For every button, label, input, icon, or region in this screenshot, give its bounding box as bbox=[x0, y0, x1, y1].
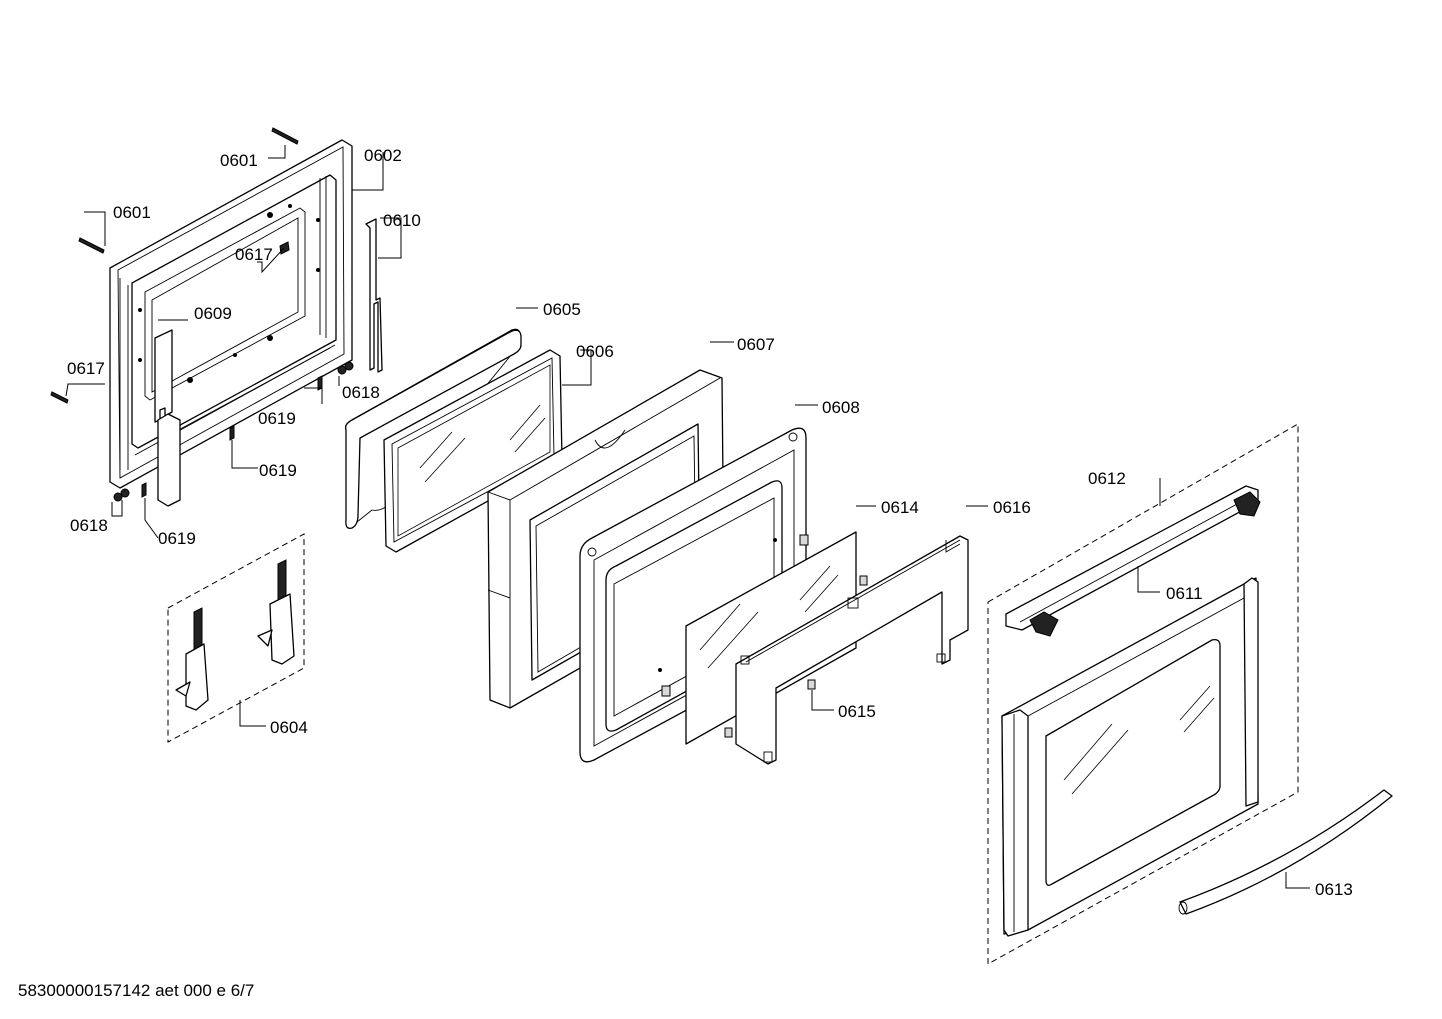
part-0613-handle bbox=[1178, 789, 1393, 915]
callout-0618-right: 0618 bbox=[342, 383, 380, 402]
part-outer-door bbox=[1001, 577, 1259, 937]
part-0617-screw-left bbox=[50, 391, 69, 404]
part-0609-side-strip bbox=[154, 329, 181, 507]
callout-0608: 0608 bbox=[822, 398, 860, 417]
part-0601-pin-left bbox=[78, 237, 105, 254]
callout-0612: 0612 bbox=[1088, 469, 1126, 488]
part-0612-top-rail bbox=[1005, 485, 1261, 637]
document-id-footer: 58300000157142 aet 000 e 6/7 bbox=[18, 981, 255, 1000]
part-0616-bracket bbox=[735, 535, 969, 765]
part-0618-screws-bottom bbox=[113, 361, 354, 502]
callout-0613: 0613 bbox=[1315, 880, 1353, 899]
callout-0610: 0610 bbox=[383, 211, 421, 230]
callout-0619-left: 0619 bbox=[158, 529, 196, 548]
callout-0602: 0602 bbox=[364, 146, 402, 165]
leader-lines bbox=[65, 145, 1310, 889]
callout-0615: 0615 bbox=[838, 702, 876, 721]
assembly-outer-door-box bbox=[987, 423, 1299, 965]
part-0610-side-strip bbox=[365, 218, 383, 373]
part-0604-hinges bbox=[167, 533, 305, 743]
part-0601-pin-top bbox=[271, 127, 299, 145]
callout-0609: 0609 bbox=[194, 304, 232, 323]
callout-0617-left: 0617 bbox=[67, 359, 105, 378]
callout-0618-left: 0618 bbox=[70, 516, 108, 535]
callout-0616: 0616 bbox=[993, 498, 1031, 517]
callout-0601-top: 0601 bbox=[220, 151, 258, 170]
callout-0617-inner: 0617 bbox=[235, 245, 273, 264]
callout-0601-left: 0601 bbox=[113, 203, 151, 222]
callout-0607: 0607 bbox=[737, 335, 775, 354]
part-0614-glass bbox=[685, 531, 868, 745]
callout-0604: 0604 bbox=[270, 718, 308, 737]
part-0605-seal bbox=[344, 328, 522, 529]
callout-0619-mid: 0619 bbox=[258, 409, 296, 428]
callout-0606: 0606 bbox=[576, 342, 614, 361]
callout-0611: 0611 bbox=[1166, 584, 1203, 603]
callout-0614: 0614 bbox=[881, 498, 919, 517]
callout-labels: 0601 0601 0602 0610 0617 0609 0617 0618 … bbox=[67, 146, 1353, 899]
callout-0619-low: 0619 bbox=[259, 461, 297, 480]
callout-0605: 0605 bbox=[543, 300, 581, 319]
